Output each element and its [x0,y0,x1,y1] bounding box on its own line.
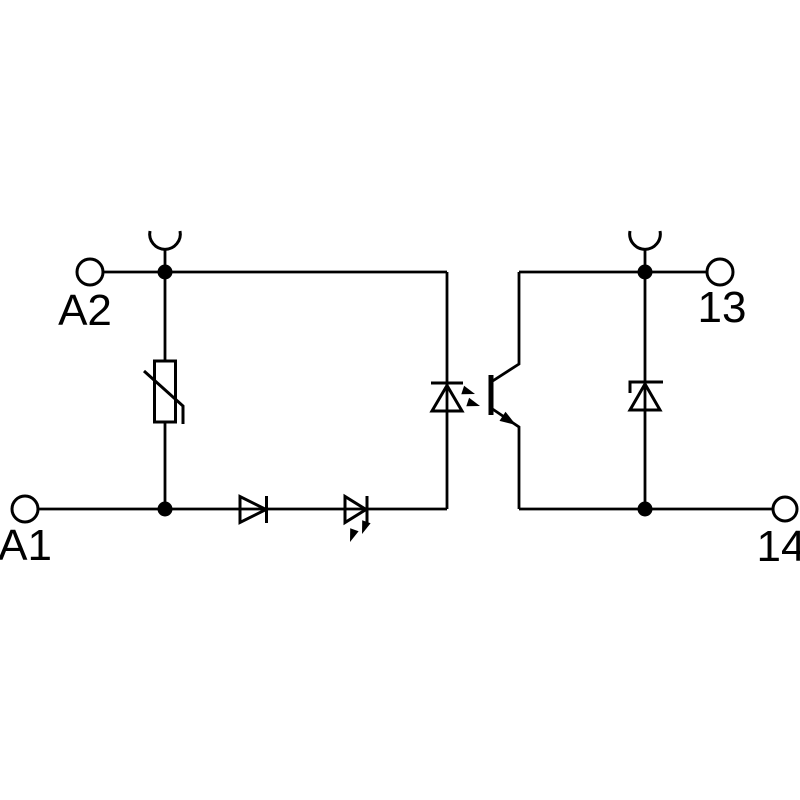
varistor-icon [142,359,185,424]
plug-in-connection-icon [148,230,182,251]
suppressor-diode-icon [627,380,663,412]
diode-icon [238,494,270,525]
terminal-a1 [10,494,40,524]
junction-dot [157,264,173,280]
plug-in-connection-icon [628,230,662,251]
plug-connections [148,230,662,251]
junction-dot [157,501,173,517]
terminal-13-label: 13 [698,283,747,332]
phototransistor-icon [488,272,521,509]
terminal-a1-label: A1 [0,521,52,570]
status-led-icon [343,493,371,542]
junction-dot [637,264,653,280]
led-emission-arrow [350,528,359,542]
terminal-a2-label: A2 [58,286,112,335]
optocoupler-led-icon [429,381,480,413]
terminal-a2 [75,257,105,287]
wires [38,249,773,511]
emitter-arrow [499,411,516,425]
terminal-14-label: 14 [757,522,800,571]
junction-dots [157,264,653,517]
terminal-13 [705,257,735,287]
opto-light-arrow [466,397,480,407]
terminal-circles [10,257,799,524]
led-emission-arrow [362,520,371,534]
opto-light-arrow [461,385,475,395]
junction-dot [637,501,653,517]
terminal-14 [771,495,799,523]
